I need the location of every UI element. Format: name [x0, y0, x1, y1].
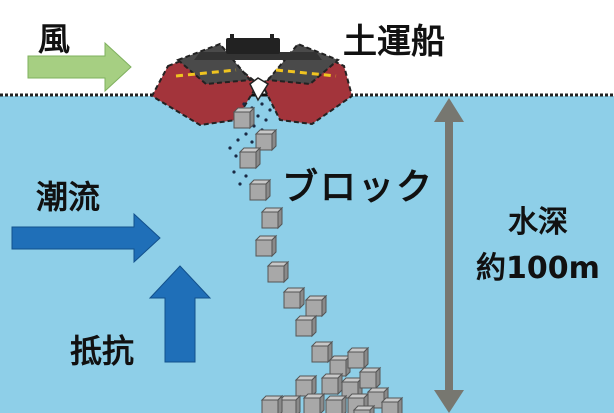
block-cube — [249, 183, 267, 201]
block-cube — [261, 211, 279, 229]
depth-label-line1: 水深 — [508, 205, 568, 240]
block-cube-side — [319, 392, 325, 413]
current-label: 潮流 — [36, 178, 101, 216]
block-cube-side — [311, 374, 317, 398]
water-body — [0, 96, 614, 413]
block-cube-side — [375, 366, 381, 390]
ship-label: 土運船 — [343, 22, 445, 62]
block-cube — [311, 345, 329, 363]
block-label: ブロック — [282, 167, 435, 208]
block-cube — [347, 351, 365, 369]
block-cube — [381, 401, 399, 413]
block-cube-side — [277, 206, 283, 230]
current-arrow-icon — [11, 212, 161, 264]
block-cube — [239, 151, 257, 169]
block-cube — [261, 399, 279, 413]
block-cube-side — [299, 286, 305, 310]
block-cube — [283, 291, 301, 309]
block-cube-side — [341, 394, 347, 413]
block-cube-side — [255, 146, 261, 170]
block-cube-side — [283, 260, 289, 284]
block-cube-side — [363, 346, 369, 370]
block-cube-side — [271, 234, 277, 258]
block-cube-side — [249, 106, 255, 130]
wind-label: 風 — [38, 20, 71, 58]
block-cube — [267, 265, 285, 283]
block-cube-side — [295, 394, 301, 413]
wind-arrow-icon — [27, 41, 132, 93]
depth-label-line2: 約100m — [476, 251, 600, 286]
block-cube — [255, 239, 273, 257]
block-cube — [303, 397, 321, 413]
block-cube-side — [369, 404, 375, 413]
ship-icon — [150, 34, 354, 127]
depth-arrow-icon — [434, 98, 464, 413]
block-cube — [325, 399, 343, 413]
depth-label: 水深 約100m — [468, 200, 608, 292]
block-cube — [305, 299, 323, 317]
block-cube — [359, 371, 377, 389]
block-cube-side — [311, 314, 317, 338]
block-cube-side — [277, 394, 283, 413]
block-cube-side — [271, 128, 277, 152]
block-cube-side — [337, 372, 343, 396]
block-cube-side — [265, 178, 271, 202]
block-cube-side — [321, 294, 327, 318]
resistance-label: 抵抗 — [70, 332, 135, 370]
block-cube — [295, 319, 313, 337]
block-cubes — [232, 106, 404, 413]
block-cube — [321, 377, 339, 395]
block-cube — [233, 111, 251, 129]
resistance-arrow-icon — [148, 265, 212, 363]
